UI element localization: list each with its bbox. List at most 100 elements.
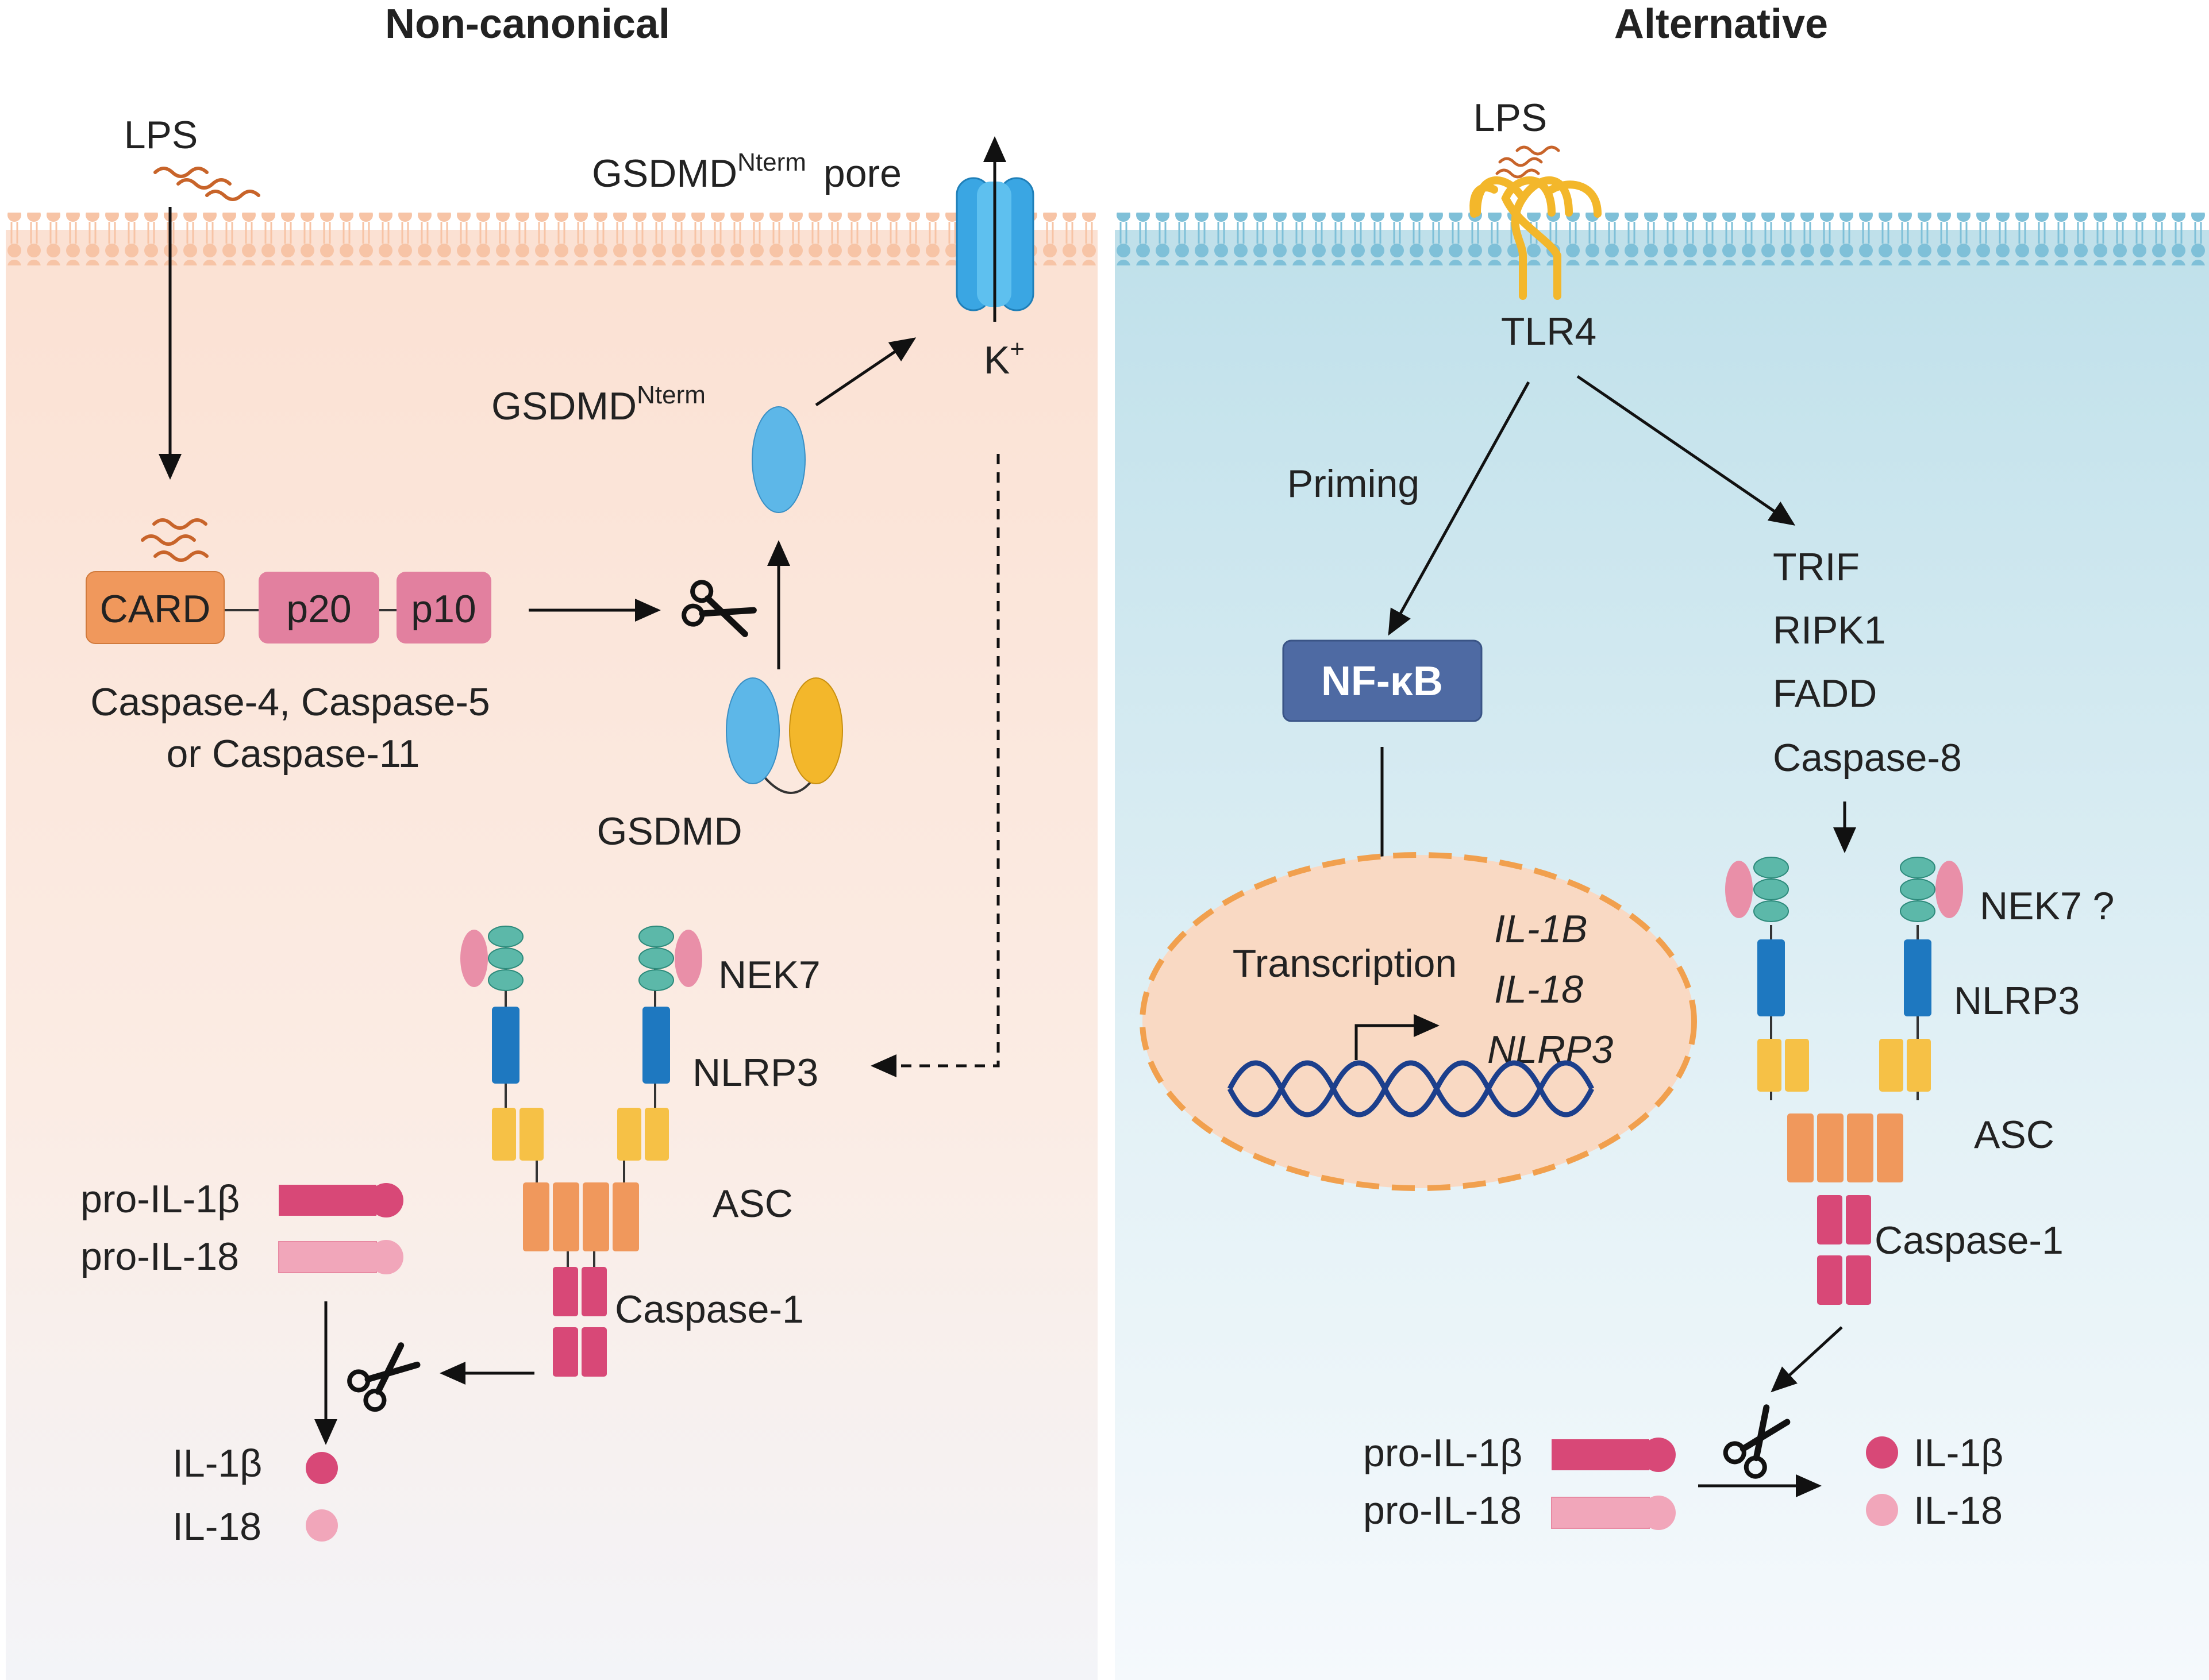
left-nek7-b <box>675 930 702 987</box>
left-asc-label: ASC <box>713 1182 793 1226</box>
left-panel-title: Non-canonical <box>385 1 670 47</box>
gene-il1b: IL-1B <box>1494 907 1588 951</box>
left-nek7-a <box>460 930 488 987</box>
right-pro-il1b-label: pro-IL-1β <box>1363 1431 1522 1475</box>
left-il1b-label: IL-1β <box>172 1442 262 1485</box>
right-nek7-b <box>1935 861 1963 918</box>
left-pro-il18-bar <box>278 1241 377 1273</box>
right-asc-1 <box>1787 1113 1814 1182</box>
right-panel-title: Alternative <box>1614 1 1828 47</box>
gsdmd-pore-main: GSDMD <box>592 152 737 195</box>
right-nlrp3-label: NLRP3 <box>1954 979 2080 1023</box>
right-il1b-label: IL-1β <box>1914 1431 2003 1475</box>
right-nlrp3-pyd-a2 <box>1785 1039 1809 1092</box>
p20-domain-label: p20 <box>286 587 351 631</box>
left-caspase1-1a <box>553 1267 578 1316</box>
right-inflammasome <box>1725 857 1963 1305</box>
potassium-main: K <box>984 338 1010 382</box>
right-lps-label: LPS <box>1473 96 1548 140</box>
right-nlrp3-nacht-b <box>1904 939 1931 1016</box>
right-nlrp3-pyd-b2 <box>1907 1039 1931 1092</box>
right-nek7-label: NEK7 ? <box>1980 884 2114 928</box>
left-pro-il18-label: pro-IL-18 <box>80 1235 239 1278</box>
nucleus <box>1140 852 1697 1191</box>
tlr4-label: TLR4 <box>1501 310 1596 353</box>
gsdmd-nterm-sup: Nterm <box>637 381 706 409</box>
right-pro-il1b-head <box>1641 1438 1676 1472</box>
il-cleavage-scissors-icon <box>347 1342 421 1412</box>
p20-domain <box>259 572 379 644</box>
left-nlrp3-pyd-b2 <box>645 1108 669 1161</box>
p10-domain-label: p10 <box>411 587 476 631</box>
tlr4-to-nfkb-arrow <box>1388 381 1530 636</box>
left-pro-il1b-label: pro-IL-1β <box>80 1177 240 1221</box>
right-caspase1-to-cleavage-arrow <box>1771 1326 1843 1393</box>
left-nlrp3-label: NLRP3 <box>692 1051 818 1095</box>
gsdmd-pore-label: GSDMDNterm pore <box>592 148 902 195</box>
card-domain-label: CARD <box>100 587 211 631</box>
right-pro-il18-label: pro-IL-18 <box>1363 1489 1522 1532</box>
right-il18-label: IL-18 <box>1914 1489 2003 1532</box>
gsdmd-nterm-domain <box>726 677 780 784</box>
right-pro-il18-head <box>1641 1496 1676 1530</box>
cascade-ripk1: RIPK1 <box>1773 608 1886 652</box>
potassium-label: K+ <box>984 335 1025 382</box>
left-lps-icon <box>153 167 260 201</box>
caspase-4-5-11-label-line1: Caspase-4, Caspase-5 <box>90 680 490 724</box>
gsdmd-cterm-domain <box>789 677 843 784</box>
nfkb-box <box>1282 639 1483 722</box>
left-il18-dot <box>306 1509 338 1542</box>
left-nlrp3-pyd-a2 <box>519 1108 544 1161</box>
gsdmd-nterm-fragment <box>752 406 806 513</box>
left-nlrp3-pyd-b1 <box>617 1108 641 1161</box>
right-panel: Alternative LPS TLR4 Priming NF-κB Trans… <box>1115 1 2209 1680</box>
p10-domain <box>397 572 491 644</box>
right-asc-label: ASC <box>1974 1113 2054 1157</box>
right-caspase1-2b <box>1846 1255 1871 1305</box>
left-il1b-dot <box>306 1452 338 1484</box>
left-asc-3 <box>583 1182 609 1251</box>
right-nlrp3-lrr-a2 <box>1753 878 1789 900</box>
right-nlrp3-lrr-b1 <box>1900 857 1935 878</box>
nterm-to-pore-arrow <box>815 337 917 407</box>
left-caspase1-2a <box>553 1327 578 1377</box>
left-asc-1 <box>523 1182 549 1251</box>
left-panel: Non-canonical LPS CARD p20 p10 Caspase-4… <box>6 1 1098 1680</box>
right-nlrp3-pyd-b1 <box>1879 1039 1903 1092</box>
left-il18-label: IL-18 <box>172 1505 261 1548</box>
right-pro-il1b-bar <box>1552 1439 1649 1470</box>
right-il1b-dot <box>1866 1436 1898 1469</box>
right-membrane <box>1115 213 2209 265</box>
left-asc-4 <box>613 1182 639 1251</box>
left-nlrp3-lrr-a3 <box>488 969 524 991</box>
left-nlrp3-nacht-b <box>642 1007 670 1084</box>
nfkb-label: NF-κB <box>1321 658 1443 704</box>
right-asc-2 <box>1817 1113 1844 1182</box>
left-nlrp3-lrr-a1 <box>488 926 524 947</box>
left-inflammasome <box>460 926 702 1377</box>
right-lps-icon <box>1495 145 1560 179</box>
right-nlrp3-lrr-a1 <box>1753 857 1789 878</box>
left-pro-il1b-head <box>369 1183 403 1217</box>
gsdmd-pore-sup: Nterm <box>737 148 806 176</box>
gene-il18: IL-18 <box>1494 968 1583 1011</box>
right-caspase1-2a <box>1817 1255 1842 1305</box>
gsdmd-nterm-label: GSDMDNterm <box>491 381 706 428</box>
left-cytoplasm <box>6 230 1098 1680</box>
left-lps-label: LPS <box>124 113 198 157</box>
right-nlrp3-pyd-a1 <box>1757 1039 1781 1092</box>
right-caspase1-1b <box>1846 1195 1871 1244</box>
left-caspase1-2b <box>582 1327 607 1377</box>
gsdmd-pore-word: pore <box>823 152 902 195</box>
right-nlrp3-lrr-b3 <box>1900 900 1935 922</box>
left-membrane <box>6 213 1098 265</box>
left-pro-il1b-bar <box>279 1185 376 1216</box>
tlr4-receptor <box>1469 176 1602 300</box>
transcription-label: Transcription <box>1233 942 1457 985</box>
potassium-to-nlrp3-dashed-arrow <box>871 454 1000 1077</box>
right-nlrp3-lrr-a3 <box>1753 900 1789 922</box>
right-nlrp3-lrr-b2 <box>1900 878 1935 900</box>
right-nlrp3-nacht-a <box>1757 939 1785 1016</box>
transcription-start-arrow <box>1354 1014 1440 1060</box>
